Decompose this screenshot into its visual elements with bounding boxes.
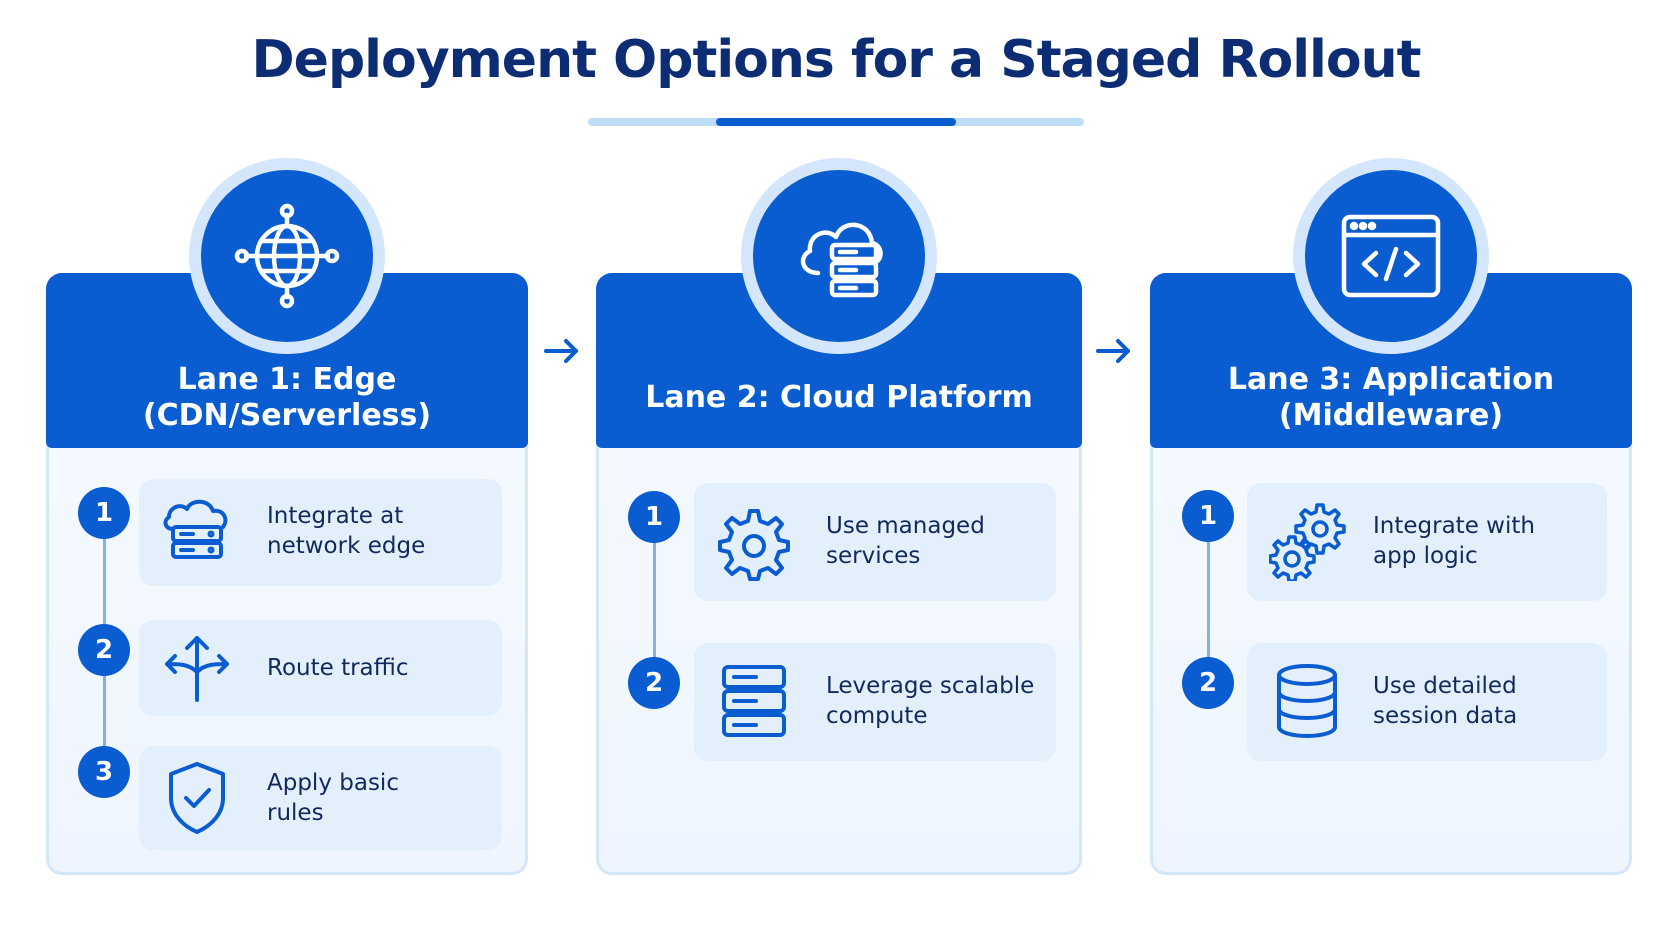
step-card: Integrate at network edge bbox=[139, 479, 502, 586]
lane-title: Lane 1: Edge (CDN/Serverless) bbox=[142, 362, 432, 433]
lane-badge bbox=[741, 158, 937, 354]
step-card: Use managed services bbox=[694, 483, 1056, 601]
lane-badge bbox=[189, 158, 385, 354]
lane-cloud-platform: Lane 2: Cloud Platform 1 Use managed ser… bbox=[596, 273, 1082, 875]
step-text: Integrate with app logic bbox=[1373, 513, 1535, 569]
step-text: Leverage scalable compute bbox=[826, 673, 1035, 729]
step-text: Apply basic rules bbox=[267, 770, 399, 826]
step-card: Apply basic rules bbox=[139, 746, 502, 850]
gear-icon bbox=[716, 503, 792, 583]
arrow-right-icon bbox=[1096, 339, 1130, 363]
shield-check-icon bbox=[159, 758, 235, 838]
lane-badge bbox=[1293, 158, 1489, 354]
lane-edge: Lane 1: Edge (CDN/Serverless) 1 Integrat… bbox=[46, 273, 528, 875]
step-text: Route traffic bbox=[267, 655, 409, 681]
lane-title: Lane 2: Cloud Platform bbox=[645, 380, 1033, 415]
step-text: Use detailed session data bbox=[1373, 673, 1518, 729]
lane-header: Lane 1: Edge (CDN/Serverless) bbox=[46, 273, 528, 448]
page-title: Deployment Options for a Staged Rollout bbox=[251, 30, 1422, 90]
database-icon bbox=[1269, 661, 1345, 741]
globe-network-icon bbox=[234, 203, 340, 309]
route-arrows-icon bbox=[159, 628, 235, 708]
step-connector bbox=[1207, 516, 1210, 696]
step-number: 1 bbox=[628, 491, 680, 543]
gears-icon bbox=[1269, 501, 1349, 581]
step-text: Use managed services bbox=[826, 513, 985, 569]
step-card: Leverage scalable compute bbox=[694, 643, 1056, 761]
step-number: 3 bbox=[78, 746, 130, 798]
code-window-icon bbox=[1341, 214, 1441, 298]
step-card: Use detailed session data bbox=[1247, 643, 1607, 761]
server-stack-icon bbox=[716, 661, 792, 741]
lane-application: Lane 3: Application (Middleware) 1 Integ… bbox=[1150, 273, 1632, 875]
step-card: Route traffic bbox=[139, 620, 502, 716]
step-card: Integrate with app logic bbox=[1247, 483, 1607, 601]
arrow-right-icon bbox=[544, 339, 578, 363]
step-number: 2 bbox=[1182, 657, 1234, 709]
step-number: 1 bbox=[1182, 490, 1234, 542]
step-number: 2 bbox=[78, 624, 130, 676]
lane-title: Lane 3: Application (Middleware) bbox=[1227, 362, 1555, 433]
step-connector bbox=[653, 516, 656, 696]
title-underline-accent bbox=[716, 118, 956, 126]
step-text: Integrate at network edge bbox=[267, 503, 426, 559]
cloud-server-icon bbox=[159, 493, 235, 573]
cloud-server-icon bbox=[800, 222, 883, 298]
step-number: 2 bbox=[628, 657, 680, 709]
lane-header: Lane 2: Cloud Platform bbox=[596, 273, 1082, 448]
step-number: 1 bbox=[78, 487, 130, 539]
